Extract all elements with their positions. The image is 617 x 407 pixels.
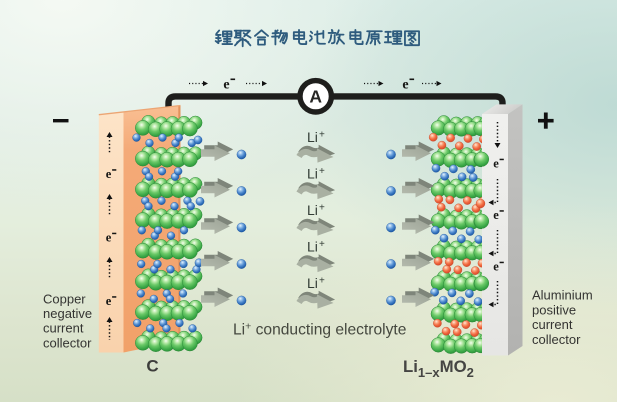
svg-text:+: + — [319, 239, 325, 250]
svg-text:e: e — [106, 167, 112, 181]
svg-text:Li+ conducting electrolyte: Li+ conducting electrolyte — [233, 321, 406, 339]
svg-text:C: C — [146, 357, 158, 376]
svg-text:e: e — [223, 78, 229, 93]
svg-text:Li: Li — [307, 202, 318, 218]
svg-text:Li: Li — [307, 165, 318, 181]
svg-text:A: A — [309, 87, 322, 107]
svg-text:+: + — [319, 275, 325, 286]
svg-text:e: e — [493, 157, 499, 171]
svg-text:e: e — [106, 231, 112, 245]
svg-text:e: e — [106, 294, 112, 308]
svg-text:+: + — [319, 129, 325, 140]
svg-text:e: e — [493, 260, 499, 274]
svg-text:e: e — [402, 78, 408, 93]
svg-text:Li: Li — [307, 129, 318, 145]
svg-text:e: e — [493, 208, 499, 222]
svg-text:+: + — [319, 202, 325, 213]
svg-text:Li: Li — [307, 238, 318, 254]
svg-text:+: + — [319, 166, 325, 177]
svg-text:Li: Li — [307, 275, 318, 291]
